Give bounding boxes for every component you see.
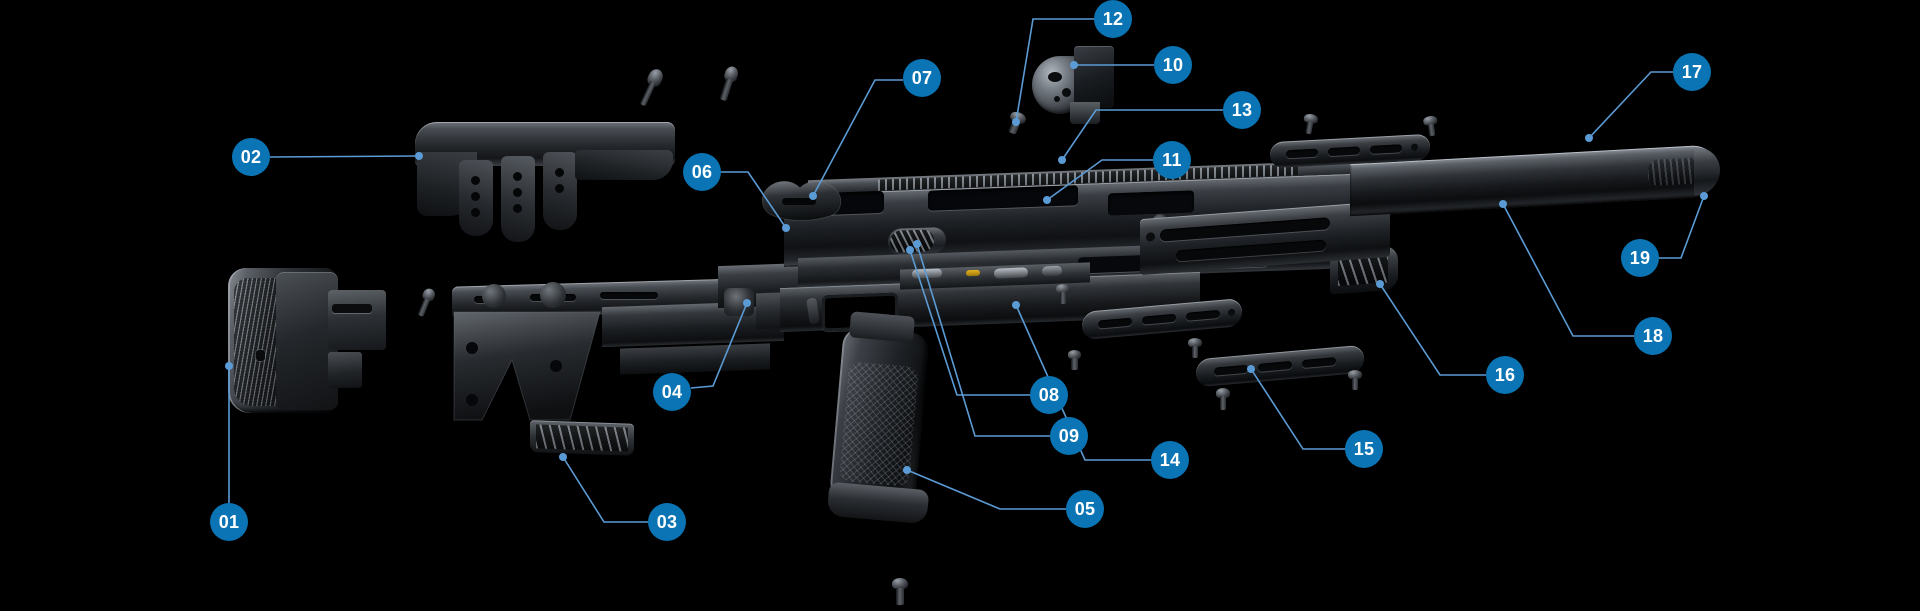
part-rail-screw-13b: [1422, 115, 1440, 137]
callout-badge-03[interactable]: 03: [648, 503, 686, 541]
part-rail-screw-15b: [1188, 338, 1202, 359]
callout-badge-13[interactable]: 13: [1223, 91, 1261, 129]
part-grip-screw: [892, 578, 908, 605]
callout-badge-04[interactable]: 04: [653, 373, 691, 411]
callout-badge-01[interactable]: 01: [210, 503, 248, 541]
part-bolt-carrier-block: [1032, 46, 1114, 128]
part-mlok-rail-lower: [1196, 344, 1364, 390]
callout-badge-06[interactable]: 06: [683, 153, 721, 191]
part-charging-handle: [888, 226, 946, 256]
callout-badge-19[interactable]: 19: [1621, 239, 1659, 277]
part-butt-pad-slot: [332, 304, 372, 313]
part-riser-screw-a: [637, 66, 666, 107]
callout-badge-09[interactable]: 09: [1050, 417, 1088, 455]
part-rail-screw-15a: [1056, 284, 1070, 305]
callout-badge-10[interactable]: 10: [1154, 46, 1192, 84]
callout-badge-05[interactable]: 05: [1066, 490, 1104, 528]
part-rail-screw-15d: [1348, 370, 1362, 391]
part-lower-screw-a: [1068, 350, 1081, 371]
callout-badge-16[interactable]: 16: [1486, 356, 1524, 394]
callout-badge-15[interactable]: 15: [1345, 430, 1383, 468]
part-butt-pad: [228, 268, 386, 413]
part-riser-screw-b: [717, 64, 740, 101]
part-skeleton-stock: [452, 277, 784, 462]
part-rail-screw-13a: [1301, 112, 1319, 135]
callout-badge-07[interactable]: 07: [903, 59, 941, 97]
callout-badge-08[interactable]: 08: [1030, 376, 1068, 414]
callout-badge-12[interactable]: 12: [1094, 0, 1132, 38]
part-charging-latch: [760, 178, 846, 222]
callout-badge-11[interactable]: 11: [1153, 141, 1191, 179]
part-pistol-grip: [820, 311, 940, 530]
callout-badge-14[interactable]: 14: [1151, 441, 1189, 479]
callout-badge-17[interactable]: 17: [1673, 53, 1711, 91]
callout-badge-02[interactable]: 02: [232, 138, 270, 176]
callout-badge-18[interactable]: 18: [1634, 317, 1672, 355]
part-rail-screw-15c: [1216, 388, 1230, 411]
part-cheek-riser: [415, 122, 675, 250]
part-stock-screw: [415, 286, 437, 317]
part-retaining-screw-12: [1004, 109, 1028, 136]
